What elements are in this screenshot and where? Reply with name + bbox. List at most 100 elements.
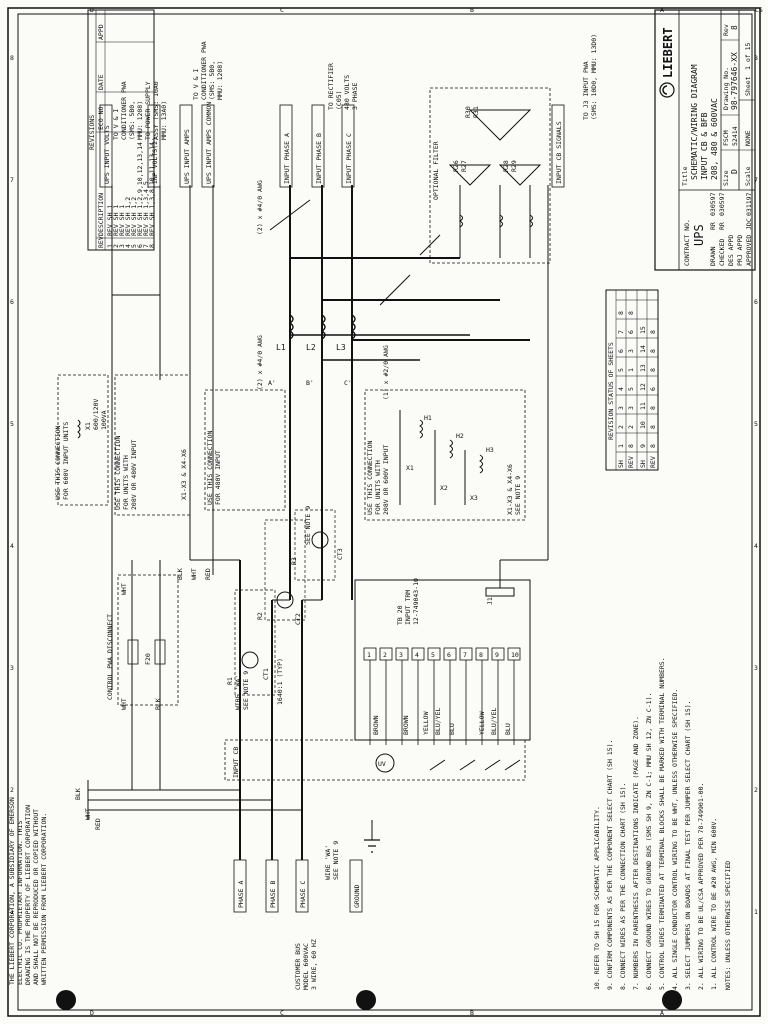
svg-text:CT3: CT3 (336, 548, 344, 560)
svg-text:WHT: WHT (84, 808, 92, 820)
upper-wiring (111, 185, 549, 690)
svg-text:208V OR 480V INPUT: 208V OR 480V INPUT (130, 439, 138, 510)
svg-text:1 of 15: 1 of 15 (744, 43, 752, 70)
tb-terminal-number: 6 (447, 651, 451, 659)
connection-box-480 (204, 389, 286, 511)
signal-label: INPUT PHASE A (283, 133, 291, 184)
svg-text:A': A' (268, 379, 276, 387)
title-block: LIEBERT CONTRACT NO. UPS DRAWN RR 030597… (654, 9, 756, 271)
svg-text:DES APPD: DES APPD (727, 235, 735, 266)
revision-column-header: DESCRIPTION (97, 193, 105, 236)
revision-status-cell: 1 (627, 368, 635, 372)
customer-bus-label: CUSTOMER BUS MODEL 600VAC 3 WIRE, 60 HZ (294, 939, 318, 990)
svg-text:R3: R3 (290, 557, 298, 565)
svg-text:FOR UNITS WITH: FOR UNITS WITH (122, 455, 130, 510)
svg-text:X1: X1 (406, 464, 414, 472)
proprietary-statement: THE LIEBERT CORPORATION, A SUBSIDIARY OF… (8, 797, 48, 985)
tb-terminal-number: 7 (463, 651, 467, 659)
transformer-icon (419, 419, 423, 439)
svg-text:THE LIEBERT CORPORATION, A SUB: THE LIEBERT CORPORATION, A SUBSIDIARY OF… (8, 797, 16, 985)
title-line-1: SCHEMATIC/WIRING DIAGRAM (690, 64, 699, 180)
wire-label: BLU/YEL (490, 708, 498, 735)
revision-status-label: REV (649, 456, 657, 468)
svg-text:RED: RED (204, 568, 212, 580)
edge-mark: CS (755, 6, 763, 14)
signal-label: INPUT PHASE B (315, 133, 323, 184)
signal-box (311, 104, 325, 188)
optional-filter-box (429, 87, 551, 264)
revision-status-label: REV (627, 456, 635, 468)
zone-number: 5 (754, 420, 758, 428)
revision-status-cell: 8 (649, 425, 657, 429)
liebert-logo-icon (659, 82, 675, 98)
wire-wa-label-2: WIRE 'WA' SEE NOTE 9 (324, 841, 340, 880)
revision-cell: 6 (136, 244, 144, 248)
zone-number: 6 (10, 298, 14, 306)
zone-number: 1 (754, 908, 758, 916)
svg-text:TO J3 INPUT PWA: TO J3 INPUT PWA (582, 61, 590, 120)
note-item: 10. REFER TO SH 15 FOR SCHEMATIC APPLICA… (593, 806, 601, 990)
revision-cell: REV SH 1,3,8,10,11,13,14 (148, 142, 156, 236)
cable-label-3: (1) x #2/0 AWG (382, 345, 390, 400)
contract-no: UPS (692, 224, 706, 246)
svg-text:12-749043-10: 12-749043-10 (412, 578, 420, 625)
signal-box (179, 104, 193, 188)
zone-number: 3 (10, 664, 14, 672)
svg-text:H1: H1 (424, 414, 432, 422)
zone-number: 8 (754, 54, 758, 62)
cable-label-1: (2) x #4/0 AWG (256, 180, 264, 235)
svg-text:(SMS: 10D0, MMU: 13D0): (SMS: 10D0, MMU: 13D0) (590, 34, 598, 120)
svg-text:3 WIRE, 60 HZ: 3 WIRE, 60 HZ (310, 939, 318, 990)
svg-text:R2: R2 (256, 612, 264, 620)
title-line-3: 208, 480 & 600VAC (710, 98, 719, 180)
svg-text:H3: H3 (486, 446, 494, 454)
svg-text:R30: R30 (464, 106, 472, 118)
inductor-l3-icon (350, 314, 356, 340)
svg-text:FOR UNITS WITH: FOR UNITS WITH (374, 460, 382, 515)
optional-filter-label: OPTIONAL FILTER (432, 141, 440, 200)
svg-text:208V OR 600V INPUT: 208V OR 600V INPUT (382, 444, 390, 515)
signal-box (341, 104, 355, 188)
zone-letter: C (280, 6, 284, 14)
capacitor-network-icon (498, 164, 542, 186)
svg-text:CUSTOMER BUS: CUSTOMER BUS (294, 943, 302, 990)
svg-text:TO RECTIFIER: TO RECTIFIER (327, 63, 335, 110)
control-pwa-label: CONTROL PWA DISCONNECT (106, 614, 114, 700)
svg-text:X1-X3 & X4-X6: X1-X3 & X4-X6 (180, 449, 188, 500)
revision-status-cell: 8 (617, 311, 625, 315)
svg-text:3 PHASE: 3 PHASE (351, 83, 359, 110)
revision-status-cell: 8 (649, 444, 657, 448)
svg-text:Sheet: Sheet (744, 76, 752, 96)
connection-box-208-480 (114, 374, 191, 516)
wire-label: BLU/YEL (434, 708, 442, 735)
revision-cell: 5 (130, 244, 138, 248)
tb-terminal-number: 2 (383, 651, 387, 659)
revision-column-header: ECO NO (97, 106, 105, 130)
phase-label: GROUND (353, 884, 361, 908)
zone-letter: B (470, 6, 474, 14)
capacitor-network-icon (448, 164, 492, 186)
svg-text:X1-X3 & X4-X6: X1-X3 & X4-X6 (506, 464, 514, 515)
wire-wa-label: WIRE 'WA' SEE NOTE 9 (234, 671, 250, 710)
revision-status-cell: 8 (649, 406, 657, 410)
wire-label: YELLOW (478, 711, 486, 735)
input-cb-box (224, 739, 526, 781)
signal-box (147, 104, 161, 188)
ct3-icon (311, 531, 329, 549)
revision-status-cell: 14 (639, 345, 647, 353)
revision-cell: 7 (142, 244, 150, 248)
svg-text:FSCM: FSCM (722, 130, 730, 146)
zone-number: 3 (754, 664, 758, 672)
revision-cell: 1 (106, 244, 114, 248)
to-rectifier-label: TO RECTIFIER (C05) 480 VOLTS 3 PHASE (327, 63, 359, 110)
zone-letter: D (90, 1009, 94, 1017)
svg-text:USE THIS CONNECTION: USE THIS CONNECTION (366, 441, 374, 515)
phase-box (265, 859, 279, 913)
revision-cell: REV SH 1 (112, 205, 120, 236)
revision-status-cell: 6 (627, 330, 635, 334)
ct2-icon (276, 591, 294, 609)
